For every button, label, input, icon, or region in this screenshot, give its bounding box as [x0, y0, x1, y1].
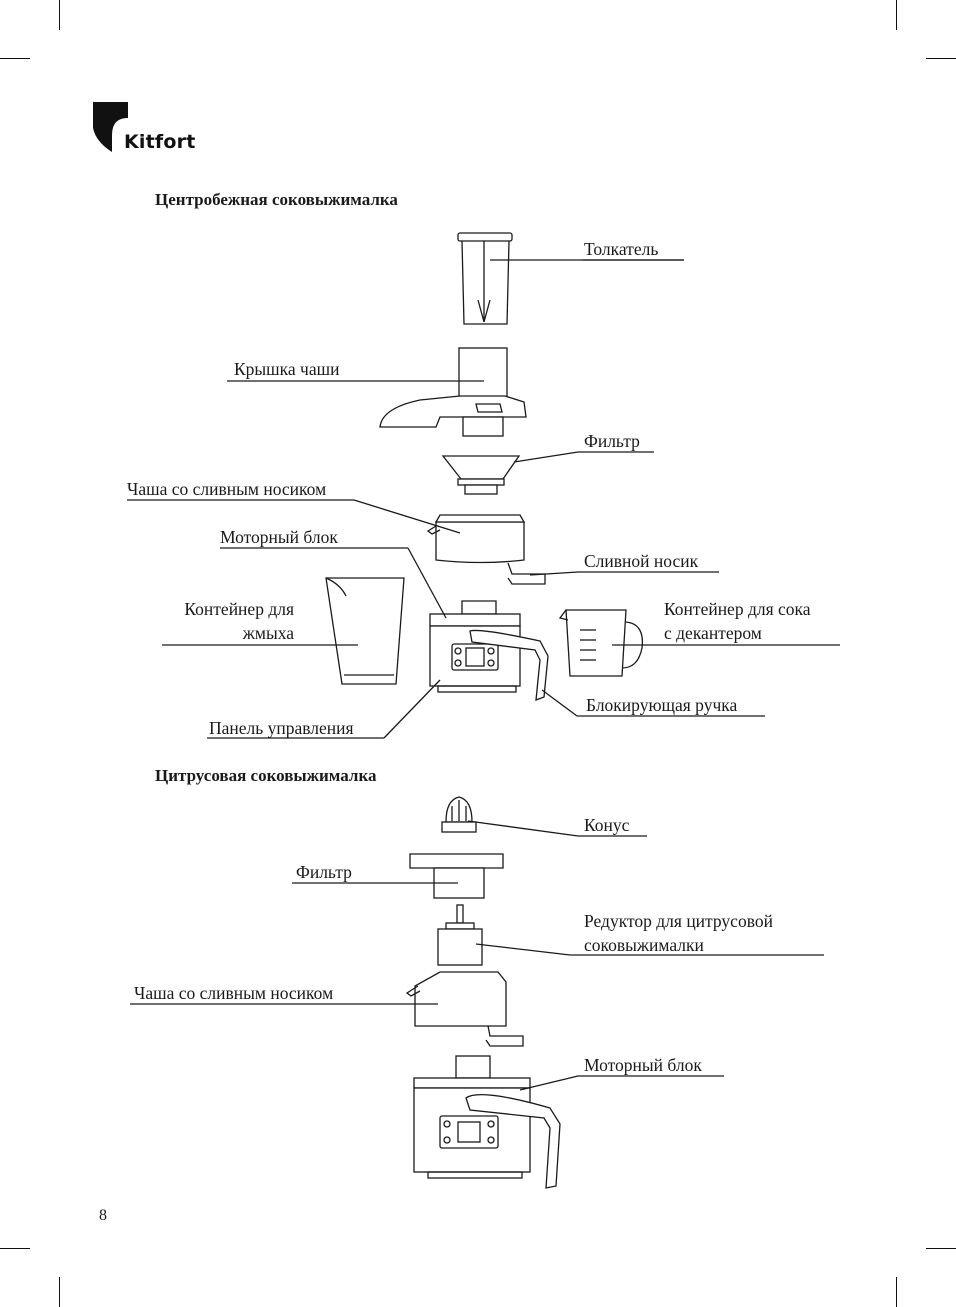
citrus-filter-part — [409, 853, 504, 899]
brand-name: Kitfort — [124, 131, 196, 153]
label-juice-container-line1: Контейнер для сока — [664, 599, 811, 619]
label-reducer-line2: соковыжималки — [584, 935, 704, 955]
label-control-panel: Панель управления — [209, 718, 354, 738]
label-reducer-line1: Редуктор для цитрусовой — [584, 911, 773, 931]
label-cone: Конус — [584, 815, 630, 835]
label-pulp-container-line2: жмыха — [242, 623, 294, 643]
crop-mark — [59, 0, 60, 30]
reducer-part — [437, 904, 483, 966]
locking-handle-part — [469, 629, 549, 701]
page-number: 8 — [99, 1207, 107, 1224]
pusher-part — [457, 232, 513, 325]
crop-mark — [896, 0, 897, 30]
label-juice-container-line2: с декантером — [664, 623, 762, 643]
label-locking-handle: Блокирующая ручка — [586, 695, 738, 715]
crop-mark — [926, 58, 956, 59]
crop-mark — [926, 1248, 956, 1249]
label-citrus-bowl-spout: Чаша со сливным носиком — [134, 983, 334, 1003]
label-drain-spout: Сливной носик — [584, 551, 699, 571]
citrus-motor-unit-part — [413, 1055, 561, 1189]
section-title-centrifugal: Центробежная соковыжималка — [155, 190, 398, 209]
citrus-bowl-part — [405, 971, 524, 1047]
bowl-lid-part — [379, 347, 527, 437]
juice-container-part — [558, 609, 644, 677]
label-citrus-motor-unit: Моторный блок — [584, 1055, 702, 1075]
section-title-citrus: Цитрусовая соковыжималка — [155, 766, 377, 785]
pulp-container-part — [325, 577, 405, 685]
filter-part — [441, 455, 521, 495]
label-citrus-filter: Фильтр — [296, 862, 352, 882]
label-pusher: Толкатель — [584, 239, 659, 259]
crop-mark — [0, 58, 30, 59]
bowl-with-spout-part — [426, 514, 546, 585]
label-bowl-lid: Крышка чаши — [234, 359, 340, 379]
label-filter: Фильтр — [584, 431, 640, 451]
label-bowl-spout: Чаша со сливным носиком — [127, 479, 327, 499]
label-pulp-container-line1: Контейнер для — [184, 599, 294, 619]
crop-mark — [896, 1277, 897, 1307]
label-motor-unit: Моторный блок — [220, 527, 338, 547]
crop-mark — [0, 1248, 30, 1249]
cone-part — [441, 796, 477, 833]
crop-mark — [59, 1277, 60, 1307]
